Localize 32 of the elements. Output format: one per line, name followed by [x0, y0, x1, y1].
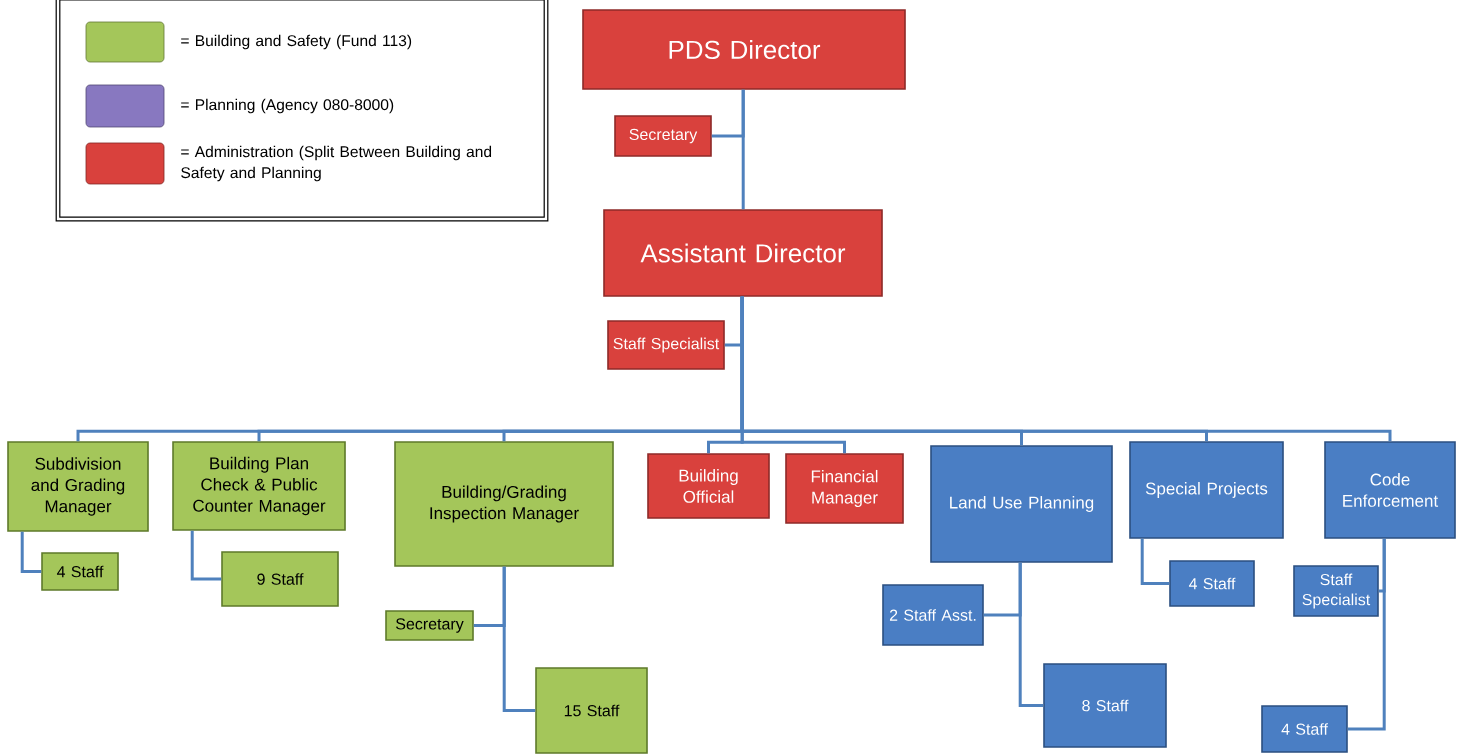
position-box: Financial Manager	[785, 453, 904, 524]
position-box: Building/Grading Inspection Manager	[394, 441, 614, 567]
legend-text: = Building and Safety (Fund 113)	[181, 34, 412, 50]
connector-line	[1140, 538, 1170, 585]
connector-line	[502, 566, 536, 712]
legend-text: = Administration (Split Between Building and Safety and Planning	[181, 145, 492, 182]
position-box: PDS Director	[582, 9, 906, 90]
position-box: 4 Staff	[1169, 560, 1255, 607]
connector-line	[740, 296, 1392, 442]
position-box: 9 Staff	[221, 551, 339, 607]
position-box: 8 Staff	[1043, 663, 1167, 748]
connector-line	[190, 530, 222, 581]
connector-line	[1018, 562, 1044, 707]
position-box: Subdivision and Grading Manager	[7, 441, 149, 532]
position-box: 15 Staff	[535, 667, 648, 754]
legend-text: = Planning (Agency 080-8000)	[181, 98, 394, 114]
position-box: Building Plan Check & Public Counter Manager	[172, 441, 346, 531]
connector-line	[20, 531, 42, 573]
position-box: Staff Specialist	[607, 320, 725, 370]
position-box: Building Official	[647, 453, 770, 519]
position-box: Secretary	[614, 115, 712, 157]
connector-line	[741, 89, 745, 210]
position-box: Special Projects	[1129, 441, 1284, 539]
position-box: Assistant Director	[603, 209, 883, 297]
connector-line	[1347, 538, 1386, 731]
position-box: 2 Staff Asst.	[882, 584, 984, 646]
position-box: Staff Specialist	[1293, 565, 1379, 617]
position-box: Land Use Planning	[930, 445, 1113, 563]
position-box: 4 Staff	[1261, 705, 1348, 753]
position-box: Secretary	[385, 610, 474, 641]
position-box: Code Enforcement	[1324, 441, 1456, 539]
position-box: 4 Staff	[41, 552, 119, 591]
